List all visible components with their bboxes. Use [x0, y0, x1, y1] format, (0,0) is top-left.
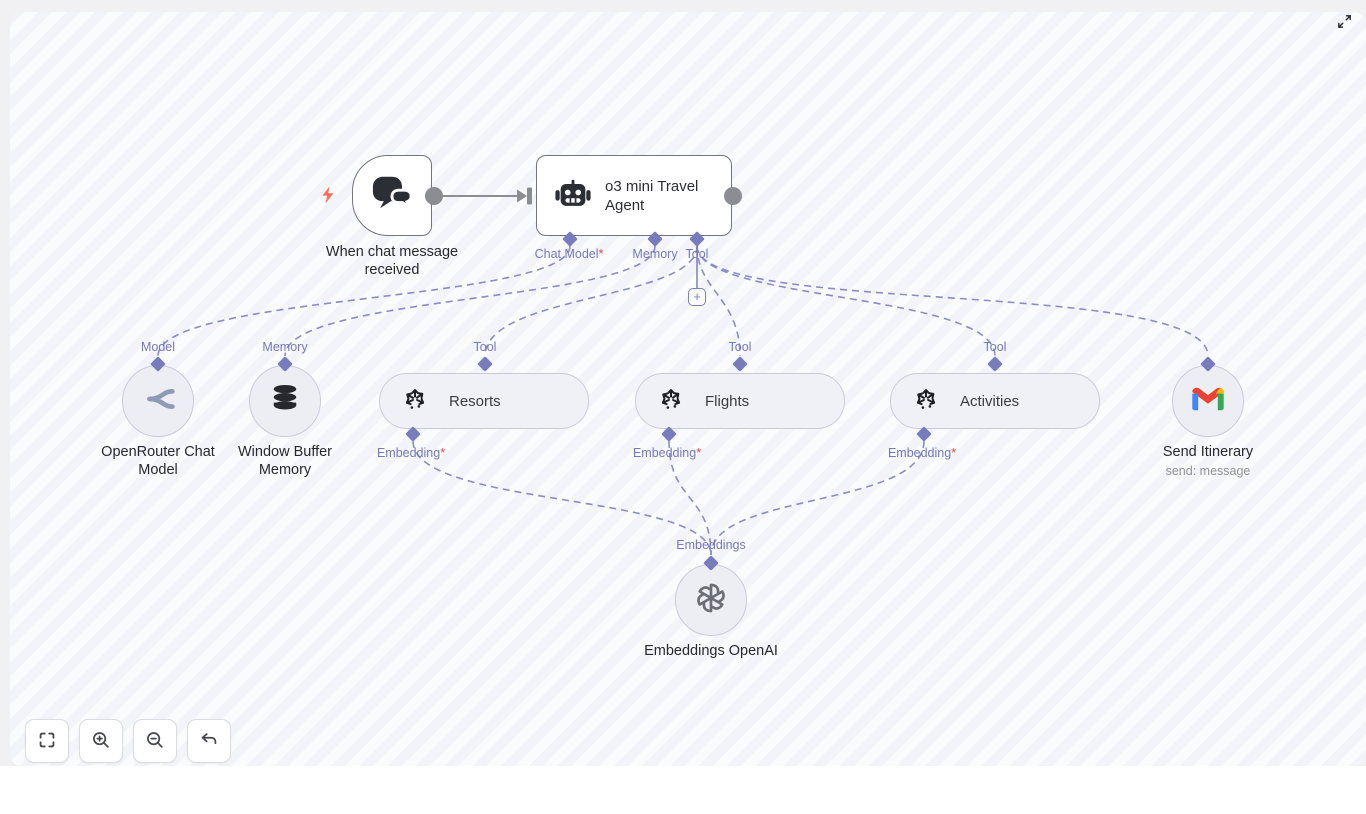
port-label-memory-sub: Memory — [262, 340, 308, 354]
send-itinerary-sublabel: send: message — [1165, 464, 1251, 478]
node-send-itinerary[interactable] — [1172, 365, 1244, 437]
database-icon — [267, 381, 303, 422]
vector-store-icon — [657, 385, 685, 418]
zoom-out-icon — [144, 729, 166, 754]
canvas-toolbar — [25, 719, 231, 763]
node-chat-trigger[interactable] — [352, 155, 432, 236]
robot-icon — [554, 174, 592, 217]
resorts-label: Resorts — [449, 392, 501, 410]
embeddings-openai-label: Embeddings OpenAI — [644, 643, 778, 659]
port-label-tool-flights: Tool — [728, 340, 752, 354]
undo-button[interactable] — [187, 719, 231, 763]
node-travel-agent[interactable]: o3 mini Travel Agent — [536, 155, 732, 236]
node-flights[interactable]: Flights — [635, 373, 845, 429]
flights-label: Flights — [705, 392, 750, 410]
node-openrouter-chat-model[interactable] — [122, 365, 194, 437]
node-resorts[interactable]: Resorts — [379, 373, 589, 429]
add-tool-button[interactable]: + — [688, 288, 706, 306]
fit-view-icon — [36, 729, 58, 754]
port-label-tool-activities: Tool — [983, 340, 1007, 354]
openrouter-icon — [138, 379, 178, 424]
port-label-tool-resorts: Tool — [473, 340, 497, 354]
port-label-chat-model: Chat Model* — [534, 247, 604, 261]
openrouter-label: OpenRouter Chat Model — [101, 444, 215, 478]
node-window-buffer-memory[interactable] — [249, 365, 321, 437]
port-label-embedding-activities: Embedding* — [887, 446, 957, 460]
trigger-label: When chat message received — [325, 244, 459, 278]
port-label-tool: Tool — [685, 247, 709, 261]
zoom-in-button[interactable] — [79, 719, 123, 763]
expand-diagonal-icon — [1336, 13, 1353, 33]
port-label-embeddings: Embeddings — [676, 538, 746, 552]
send-itinerary-label: Send Itinerary — [1162, 444, 1254, 460]
chat-bubbles-icon — [369, 172, 415, 219]
fit-view-button[interactable] — [25, 719, 69, 763]
node-activities[interactable]: Activities — [890, 373, 1100, 429]
zoom-in-icon — [90, 729, 112, 754]
port-label-model: Model — [140, 340, 176, 354]
port-label-embedding-resorts: Embedding* — [376, 446, 446, 460]
window-buffer-label: Window Buffer Memory — [237, 444, 333, 478]
agent-title: o3 mini Travel Agent — [605, 177, 699, 214]
port-label-embedding-flights: Embedding* — [632, 446, 702, 460]
openai-icon — [693, 580, 729, 621]
zoom-out-button[interactable] — [133, 719, 177, 763]
gmail-icon — [1191, 385, 1225, 417]
undo-icon — [198, 729, 220, 754]
trigger-bolt-icon — [320, 186, 336, 209]
expand-canvas-button[interactable] — [1330, 9, 1358, 37]
node-embeddings-openai[interactable] — [675, 564, 747, 636]
vector-store-icon — [912, 385, 940, 418]
port-label-memory: Memory — [632, 247, 678, 261]
activities-label: Activities — [960, 392, 1020, 410]
vector-store-icon — [401, 385, 429, 418]
